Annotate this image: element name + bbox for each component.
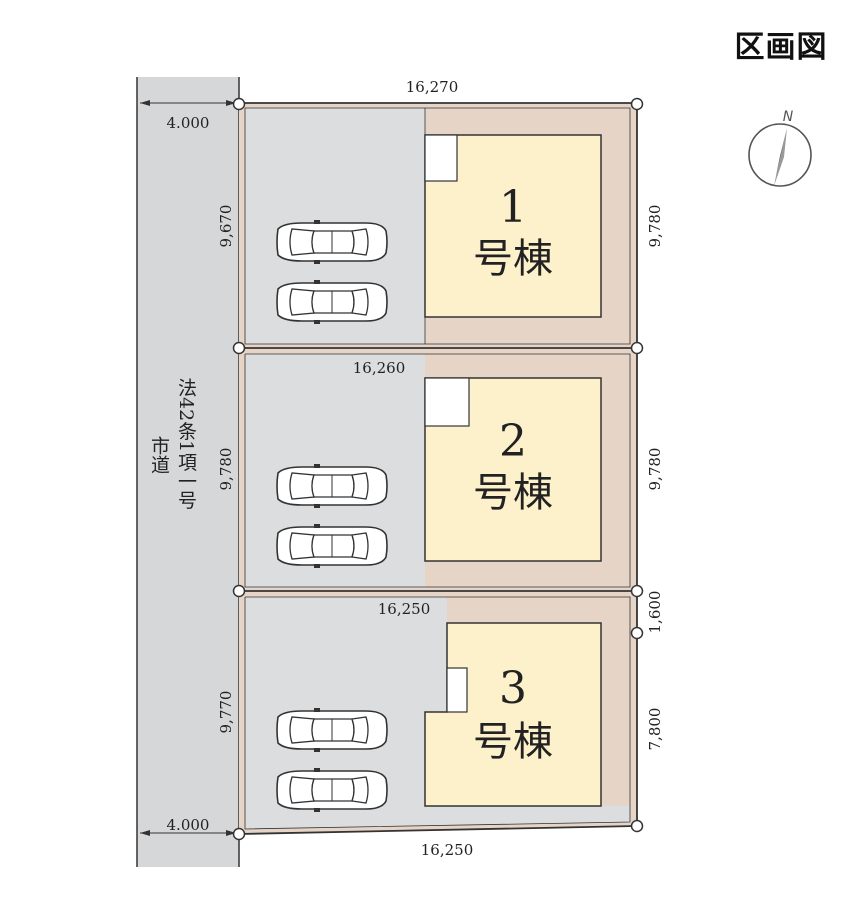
car-icon bbox=[276, 767, 388, 813]
car-icon bbox=[276, 279, 388, 325]
road-width-top: 4.000 bbox=[167, 114, 210, 132]
lot-2-side-right: 9,780 bbox=[646, 448, 664, 491]
lot-1-number: 1 bbox=[499, 182, 527, 233]
lot-3-depth-bottom: 16,250 bbox=[421, 841, 474, 859]
boundary-marker bbox=[630, 626, 644, 640]
page-title: 区画図 bbox=[734, 30, 828, 65]
boundary-marker bbox=[630, 341, 644, 355]
lot-2-frontage: 9,780 bbox=[217, 448, 235, 491]
road-width-bottom-arrow-left bbox=[140, 830, 150, 836]
lot-2-name: 号棟 bbox=[473, 470, 553, 516]
lot-3-frontage: 9,770 bbox=[217, 691, 235, 734]
road-width-top-arrow-right bbox=[226, 100, 236, 106]
lot-2-number: 2 bbox=[499, 416, 527, 467]
lot-3-number: 3 bbox=[499, 663, 527, 714]
boundary-marker bbox=[630, 819, 644, 833]
lot-1-side-right: 9,780 bbox=[646, 205, 664, 248]
compass-label: N bbox=[783, 109, 794, 125]
lot-3-name: 号棟 bbox=[473, 719, 553, 765]
lot-3-depth-top: 16,250 bbox=[378, 600, 431, 618]
lot-3-side-right-upper: 1,600 bbox=[646, 591, 664, 634]
compass-north-icon: N bbox=[748, 109, 812, 187]
lot-1-porch bbox=[424, 134, 458, 182]
lot-1-depth-top: 16,270 bbox=[406, 78, 459, 96]
lot-1-name: 号棟 bbox=[473, 236, 553, 282]
road-label-type: 法42条1項一号 bbox=[175, 378, 197, 510]
lot-2-porch bbox=[424, 377, 470, 427]
lot-3-side-right-lower: 7,800 bbox=[646, 708, 664, 751]
lot-3-porch bbox=[446, 667, 468, 713]
lot-1-frontage: 9,670 bbox=[217, 205, 235, 248]
lot-2-depth-top: 16,260 bbox=[353, 359, 406, 377]
lot-3-house bbox=[424, 622, 602, 807]
road-label-kind: 市道 bbox=[148, 436, 170, 474]
car-icon bbox=[276, 219, 388, 265]
boundary-marker bbox=[630, 97, 644, 111]
car-icon bbox=[276, 707, 388, 753]
lot-boundaries bbox=[238, 102, 638, 835]
car-icon bbox=[276, 463, 388, 509]
boundary-marker bbox=[232, 341, 246, 355]
boundary-marker bbox=[232, 97, 246, 111]
car-icon bbox=[276, 523, 388, 569]
lot-2: 2 号棟 16,260 9,780 9,780 bbox=[217, 348, 664, 591]
boundary-markers bbox=[232, 97, 644, 841]
road-width-bottom: 4.000 bbox=[167, 816, 210, 834]
road-area bbox=[137, 77, 239, 867]
boundary-marker bbox=[630, 584, 644, 598]
boundary-marker bbox=[232, 827, 246, 841]
road-width-bottom-arrow-right bbox=[226, 830, 236, 836]
boundary-marker bbox=[232, 584, 246, 598]
road-width-top-arrow-left bbox=[140, 100, 150, 106]
